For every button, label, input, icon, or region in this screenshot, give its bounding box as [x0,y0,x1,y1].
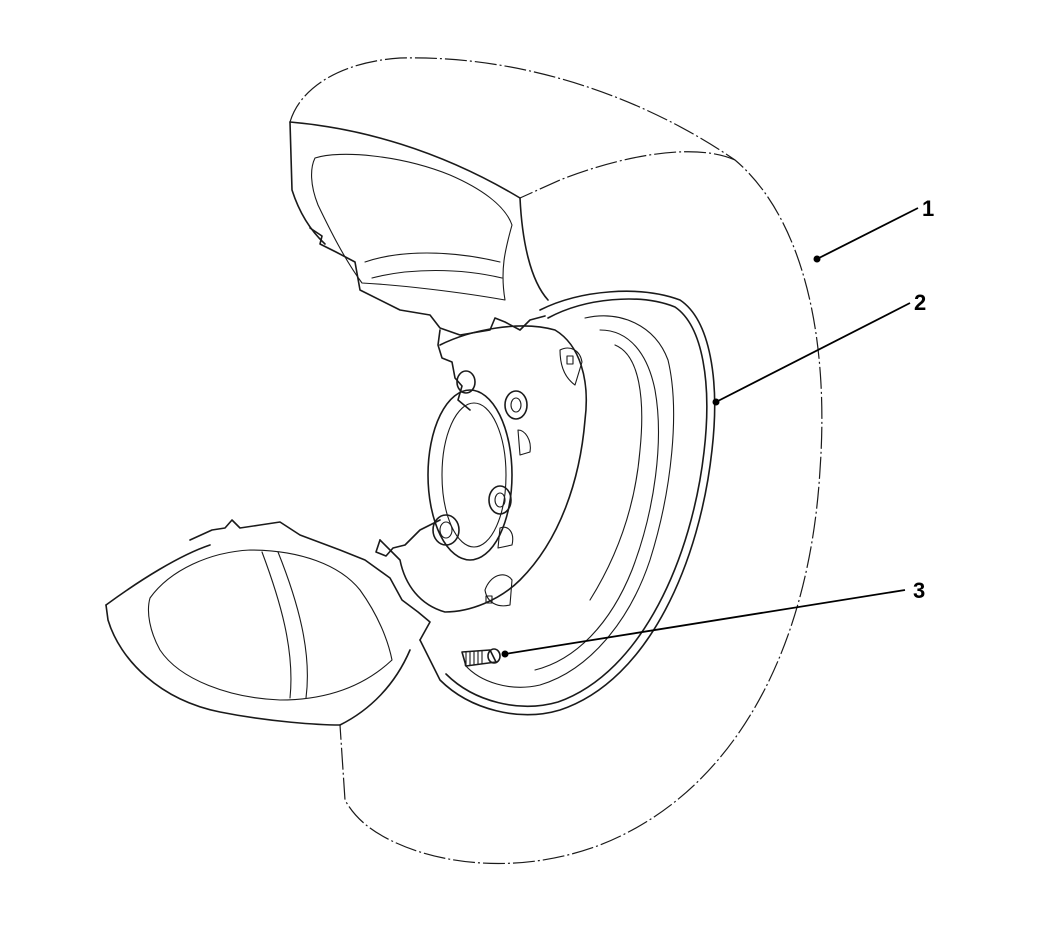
callout-1: 1 [813,196,934,263]
rim [189,227,716,716]
tire [105,57,823,865]
callout-3-label: 3 [913,578,925,603]
rim-outer-flange [419,290,716,716]
center-bore [427,389,513,561]
tire-bottom-section-face [105,604,341,726]
lug-holes [432,370,528,546]
valve-stem [461,648,501,667]
callout-2: 2 [712,290,926,406]
callout-1-label: 1 [922,196,934,221]
rim-center-disc [379,325,588,613]
rim-vent-slots [484,347,583,607]
callout-3: 3 [501,578,925,658]
tire-top-section-face [289,121,326,245]
tire-outer-contour [289,57,823,865]
tire-tread-edge [519,151,736,199]
callout-2-label: 2 [914,290,926,315]
